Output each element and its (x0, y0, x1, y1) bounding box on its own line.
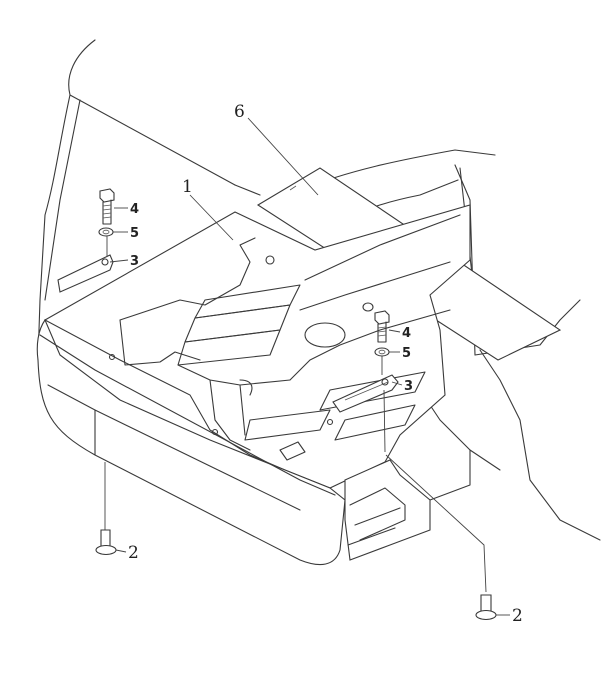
bolt-2-left (95, 462, 117, 556)
part-1-hood (36, 204, 471, 566)
bracket-3-left (57, 254, 114, 293)
callout-2-right: 2 (512, 606, 523, 626)
bolt-4-right (374, 310, 390, 343)
bracket-3-right (332, 374, 399, 413)
bolt-2-right (385, 454, 497, 621)
callout-labels: 1 6 4 5 3 4 5 3 2 2 (128, 102, 523, 626)
callout-3-right: 3 (404, 379, 413, 394)
callout-5-left: 5 (130, 226, 139, 241)
bolt-4-left (99, 188, 115, 225)
callout-1: 1 (182, 177, 193, 197)
callout-5-right: 5 (402, 346, 411, 361)
washer-5-right (374, 347, 390, 357)
left-hardware-stack (57, 188, 115, 293)
washer-5-left (98, 227, 114, 237)
callout-3-left: 3 (130, 254, 139, 269)
callout-6: 6 (234, 102, 245, 122)
callout-4-left: 4 (130, 202, 139, 217)
callout-4-right: 4 (402, 326, 411, 341)
right-hardware-stack (332, 310, 399, 453)
callout-2-left: 2 (128, 543, 139, 563)
callout-leaders (109, 117, 510, 616)
